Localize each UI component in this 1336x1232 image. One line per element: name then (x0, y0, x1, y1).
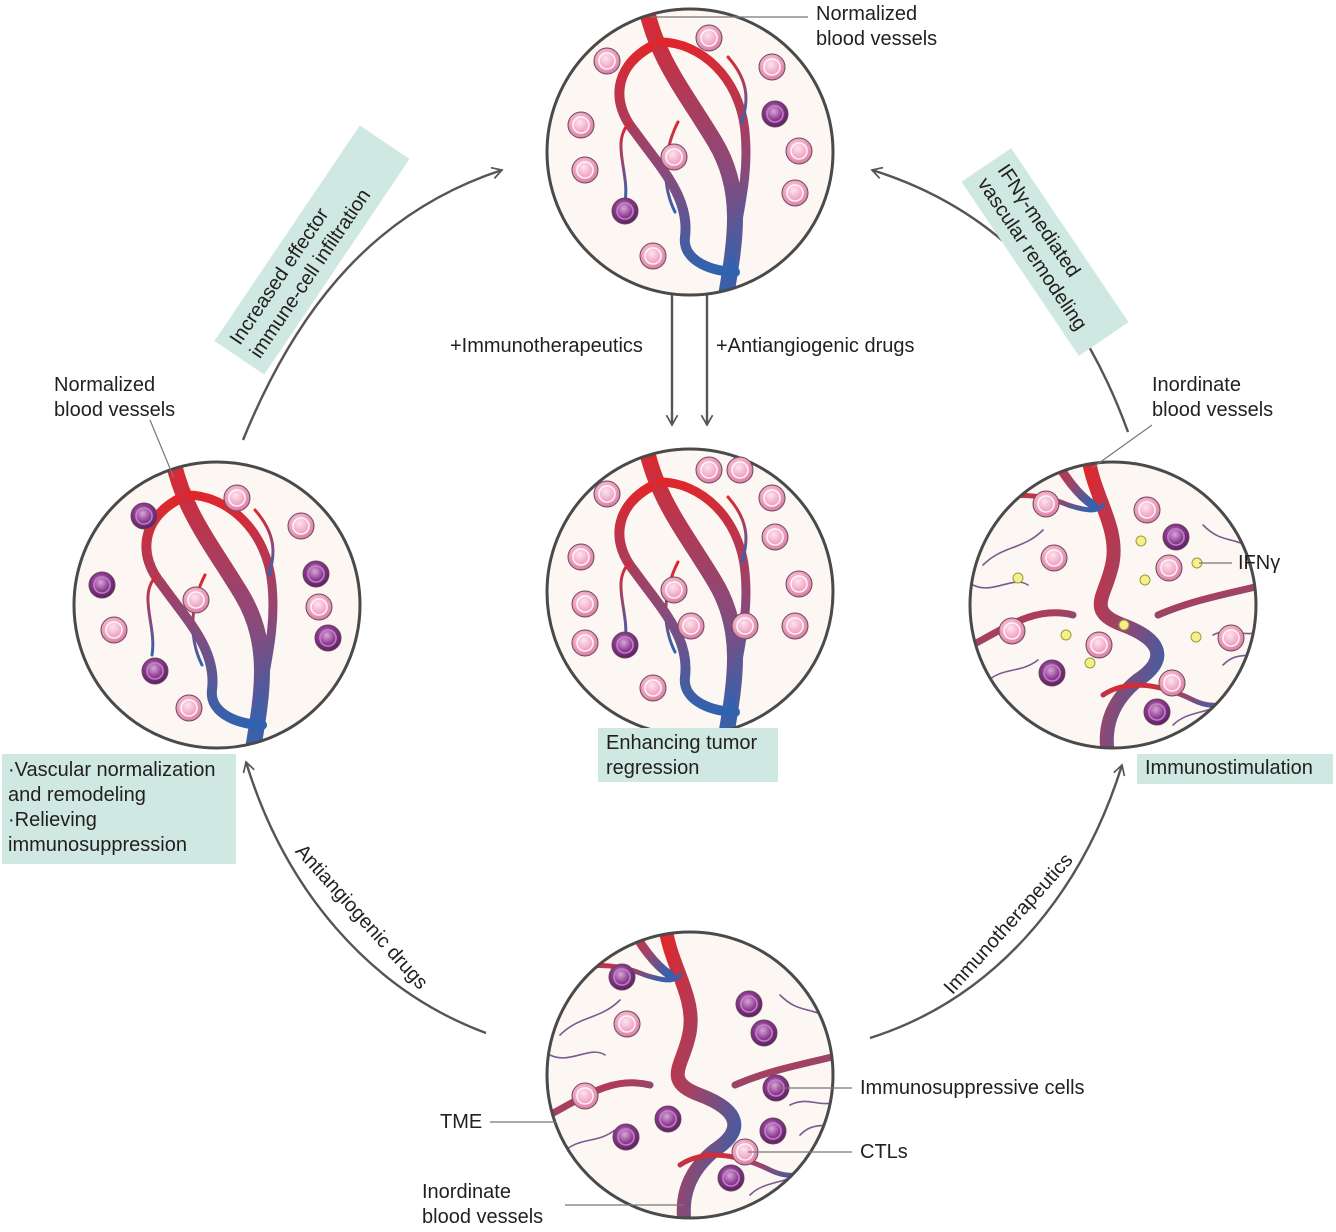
pink-cell-icon (1217, 624, 1245, 652)
pink-cell-icon (567, 111, 595, 139)
bottom-inordinate-vessels-label: Inordinate blood vessels (422, 1181, 544, 1228)
purple-cell-icon (759, 1117, 787, 1145)
purple-cell-icon (1038, 659, 1066, 687)
pink-cell-icon (639, 242, 667, 270)
pink-cell-icon (998, 617, 1026, 645)
pink-cell-icon (726, 456, 754, 484)
pink-cell-icon (182, 586, 210, 614)
pink-cell-icon (613, 1010, 641, 1038)
leader-left-vessels (149, 419, 175, 479)
purple-cell-icon (608, 963, 636, 991)
top-normalized-vessels-label: Normalized blood vessels (816, 3, 938, 50)
purple-cell-icon (130, 502, 158, 530)
pink-cell-icon (593, 47, 621, 75)
purple-cell-icon (302, 560, 330, 588)
pink-cell-icon (785, 137, 813, 165)
right-inordinate-vessels-label: Inordinate blood vessels (1152, 374, 1274, 421)
pink-cell-icon (593, 480, 621, 508)
circle-outline-right (968, 460, 1258, 750)
inordinate-vessel-circle-right (970, 462, 1256, 748)
circle-outline-bottom (545, 930, 835, 1220)
immunosuppressive-cells-label: Immunosuppressive cells (860, 1077, 1085, 1099)
pink-cell-icon (571, 1082, 599, 1110)
purple-cell-icon (762, 1074, 790, 1102)
pink-cell-icon (1155, 554, 1183, 582)
pink-cell-icon (758, 53, 786, 81)
pink-cell-icon (1040, 544, 1068, 572)
pink-cell-icon (1133, 496, 1161, 524)
pink-cell-icon (571, 629, 599, 657)
purple-cell-icon (88, 571, 116, 599)
inordinate-vessel-tree (547, 932, 833, 1218)
pink-cell-icon (1085, 631, 1113, 659)
purple-cell-icon (611, 197, 639, 225)
left-normalized-vessels-label: Normalized blood vessels (54, 374, 176, 421)
purple-cell-icon (761, 100, 789, 128)
purple-cell-icon (141, 657, 169, 685)
pink-cell-icon (223, 484, 251, 512)
tme-label: TME (440, 1111, 483, 1133)
pink-cell-icon (571, 590, 599, 618)
pink-cell-icon (677, 612, 705, 640)
pink-cell-icon (660, 143, 688, 171)
yellow-dot-icon (1118, 619, 1130, 631)
pink-cell-icon (1032, 490, 1060, 518)
purple-cell-icon (1143, 698, 1171, 726)
pink-cell-icon (761, 523, 789, 551)
ctls-label: CTLs (860, 1141, 908, 1163)
pink-cell-icon (660, 576, 688, 604)
pink-cell-icon (695, 24, 723, 52)
circle-outline-left (72, 460, 362, 750)
pink-cell-icon (287, 512, 315, 540)
arc-left-to-top (241, 166, 504, 441)
pink-cell-icon (781, 179, 809, 207)
yellow-dot-icon (1139, 574, 1151, 586)
yellow-dot-icon (1135, 535, 1147, 547)
purple-cell-icon (750, 1019, 778, 1047)
enhancing-tumor-regression-box: Enhancing tumor regression (598, 728, 778, 782)
pink-cell-icon (785, 570, 813, 598)
pink-cell-icon (305, 593, 333, 621)
antiangiogenic-center-label: +Antiangiogenic drugs (716, 335, 915, 357)
pink-cell-icon (567, 543, 595, 571)
purple-cell-icon (717, 1164, 745, 1192)
purple-cell-icon (654, 1105, 682, 1133)
immunotherapeutics-center-label: +Immunotherapeutics (450, 335, 643, 357)
pink-cell-icon (571, 156, 599, 184)
yellow-dot-icon (1060, 629, 1072, 641)
yellow-dot-icon (1012, 572, 1024, 584)
pink-cell-icon (100, 616, 128, 644)
arc-bottom-to-left (242, 760, 487, 1035)
pink-cell-icon (639, 674, 667, 702)
purple-cell-icon (314, 624, 342, 652)
purple-cell-icon (612, 1123, 640, 1151)
pink-cell-icon (731, 612, 759, 640)
leader-right-vessels (1091, 424, 1153, 469)
purple-cell-icon (1162, 523, 1190, 551)
pink-cell-icon (758, 484, 786, 512)
purple-cell-icon (611, 631, 639, 659)
ifn-gamma-label: IFNγ (1238, 552, 1281, 574)
pink-cell-icon (175, 694, 203, 722)
arc-bottom-to-right (869, 763, 1126, 1040)
inordinate-vessel-circle-bottom (547, 932, 833, 1218)
pink-cell-icon (695, 456, 723, 484)
yellow-dot-icon (1084, 657, 1096, 669)
yellow-dot-icon (1190, 631, 1202, 643)
cell-layer (88, 24, 1245, 1192)
pink-cell-icon (781, 612, 809, 640)
pink-cell-icon (1158, 669, 1186, 697)
immunostimulation-box: Immunostimulation (1137, 754, 1333, 784)
purple-cell-icon (735, 990, 763, 1018)
circle-outline-top (545, 7, 835, 297)
vascular-normalization-box: ·Vascular normalization and remodeling ·… (2, 754, 236, 864)
inordinate-vessel-tree (970, 462, 1256, 748)
